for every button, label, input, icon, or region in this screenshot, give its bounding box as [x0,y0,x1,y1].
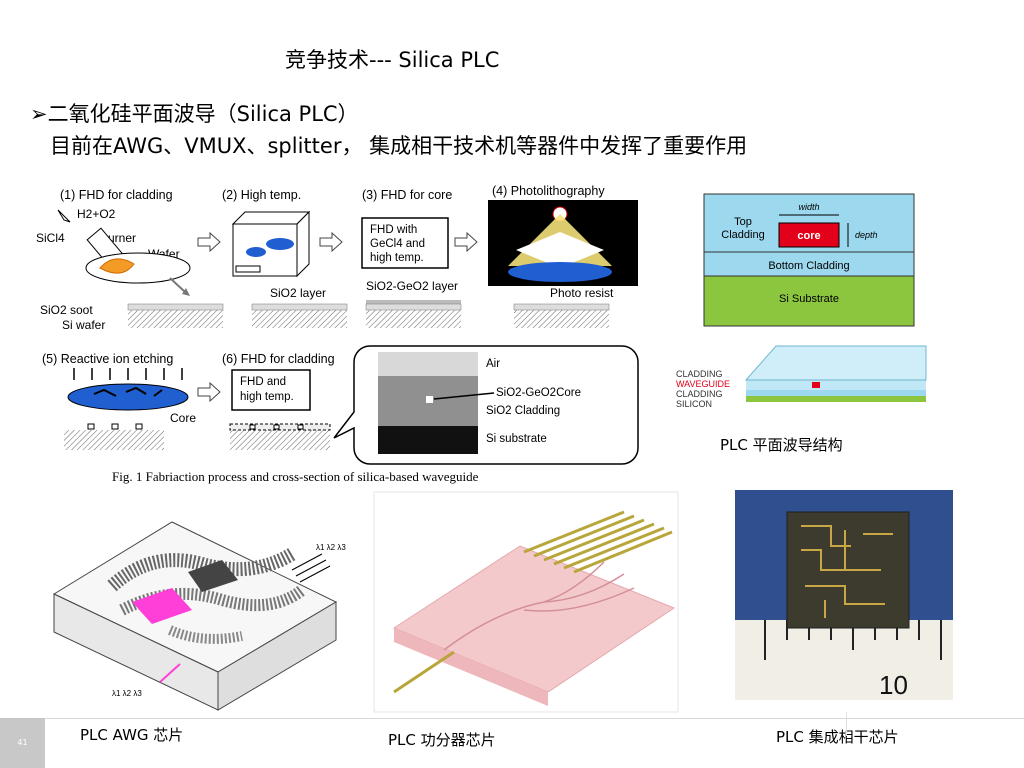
si-wafer-label: Si wafer [62,318,105,332]
fhd-core-box [361,217,449,269]
step-3-label: (3) FHD for core [362,188,452,202]
bullet-text: 二氧化硅平面波导（Silica PLC） [47,102,359,126]
body-text: 目前在AWG、VMUX、splitter， 集成相干技术机等器件中发挥了重要作用 [50,134,748,158]
bullet-marker: ➢ [30,102,48,126]
layer-stack-diagram: CLADDING WAVEGUIDE CLADDING SILICON [676,345,927,409]
footer-box [0,718,45,768]
plc-structure-caption: PLC 平面波导结构 [720,436,843,454]
layer-label-cladding-bottom: CLADDING [676,389,723,399]
gas-h2-o2-label: H2+O2 [77,207,116,221]
soot-label: SiO2 soot [40,303,93,317]
core-label: Core [170,411,196,425]
splitter-caption: PLC 功分器芯片 [388,731,496,749]
page-number: 41 [17,738,28,747]
photo-resist-label: Photo resist [550,286,614,300]
bottom-cladding-label: Bottom Cladding [768,260,849,272]
awg-output-label: λ1 λ2 λ3 [316,543,346,552]
box3-line-3: high temp. [370,252,424,264]
layer-label-silicon: SILICON [676,399,712,409]
coherent-chip-photo: 10 [735,490,953,700]
bullet-heading: ➢二氧化硅平面波导（Silica PLC） [30,98,359,128]
box6-line-1: FHD and [240,376,286,388]
layer-label-cladding-top: CLADDING [676,369,723,379]
core-block [778,222,840,248]
step-6-label: (6) FHD for cladding [222,352,335,366]
step-2-label: (2) High temp. [222,188,301,202]
step-4-label: (4) Photolithography [492,184,605,198]
step-5-label: (5) Reactive ion etching [42,352,173,366]
ruler-number: 10 [879,670,908,700]
sio2-layer-label: SiO2 layer [270,286,326,300]
sem-air [378,352,478,376]
geo2-layer-label: SiO2-GeO2 layer [366,279,458,293]
footer-divider [45,718,1024,719]
box3-line-1: FHD with [370,224,417,236]
sicl4-label: SiCl4 [36,231,65,245]
splitter-chip-image [373,491,679,713]
slide-title: 竞争技术--- Silica PLC [285,48,500,72]
xsec-substrate-label: Si substrate [486,433,547,445]
top-cladding-line-2: Cladding [721,229,764,241]
flame-icon [99,258,135,274]
width-label: width [798,202,819,212]
step-1-label: (1) FHD for cladding [60,188,173,202]
etched-wafer [67,383,189,411]
box6-line-2: high temp. [240,391,294,403]
top-cladding-line-1: Top [734,216,752,228]
box3-line-2: GeCl4 and [370,238,425,250]
sem-substrate [378,426,478,454]
waveguide-cross-section: core Top Cladding width depth Bottom Cla… [703,193,915,327]
figure-caption: Fig. 1 Fabriaction process and cross-sec… [112,469,479,484]
core-text: core [797,230,820,242]
awg-caption: PLC AWG 芯片 [80,726,184,744]
ruler [735,620,953,700]
coherent-caption: PLC 集成相干芯片 [776,728,899,746]
fhd-cladding-box [231,369,311,411]
depth-label: depth [855,230,878,240]
awg-input-label: λ1 λ2 λ3 [112,689,142,698]
xsec-cladding-label: SiO2 Cladding [486,405,560,417]
process-arrow [197,231,221,253]
input-slab [132,588,192,624]
substrate-label: Si Substrate [779,293,839,305]
xsec-core-label: SiO2-GeO2Core [496,387,581,399]
awg-chip-image: λ1 λ2 λ3 λ1 λ2 λ3 [52,521,346,711]
layer-label-waveguide: WAVEGUIDE [676,379,730,389]
fabrication-process-figure: (1) FHD for cladding H2+O2 SiCl4 Burner … [36,184,639,484]
xsec-air-label: Air [486,358,500,370]
footer-tick [846,712,847,736]
